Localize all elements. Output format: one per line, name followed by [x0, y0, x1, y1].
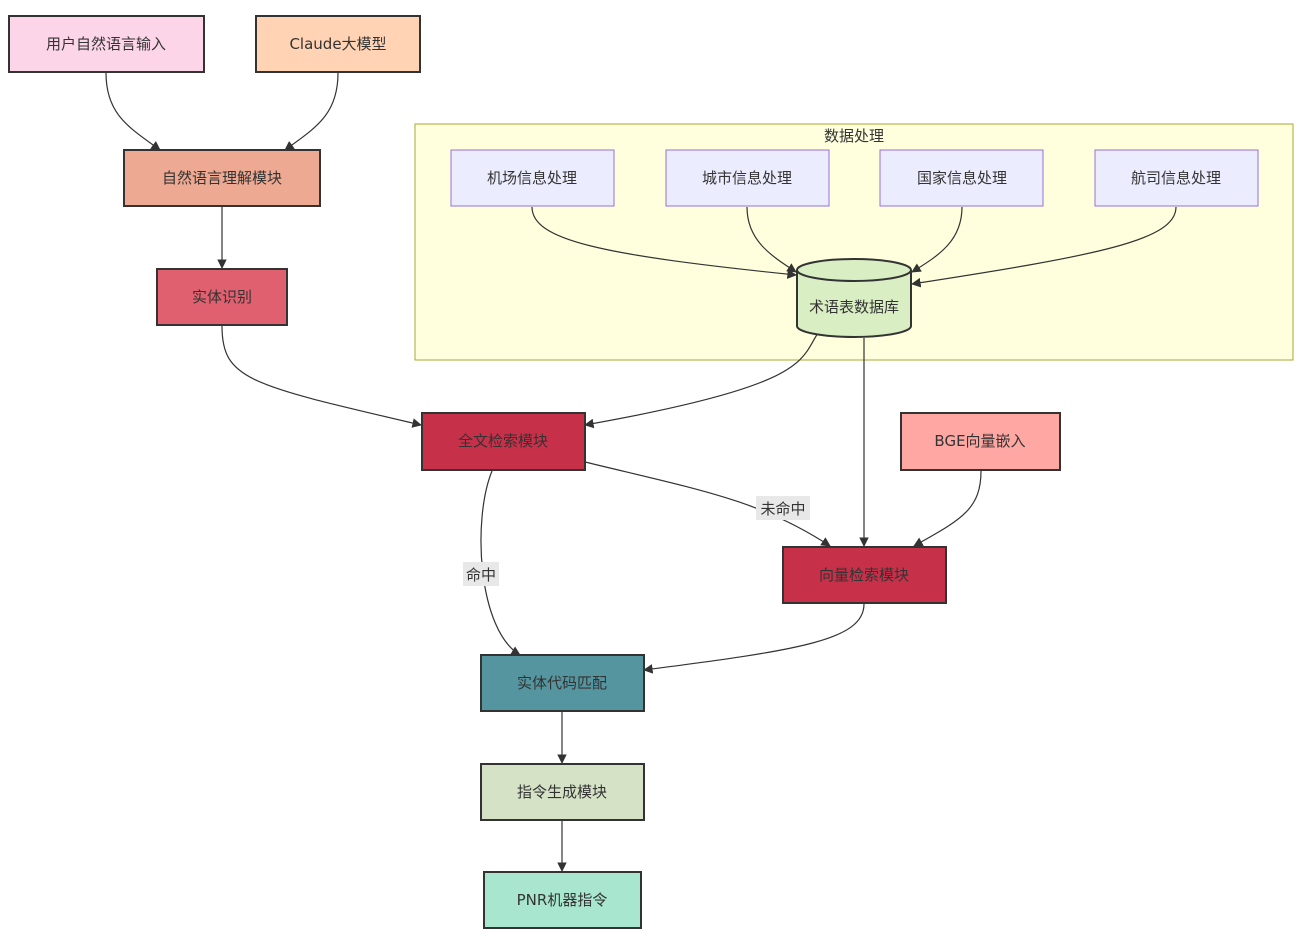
node-pnr-label: PNR机器指令: [517, 891, 608, 909]
node-city-label: 城市信息处理: [702, 169, 792, 187]
node-match[interactable]: 实体代码匹配: [480, 654, 645, 712]
edge-label-hit-text: 命中: [466, 566, 496, 584]
node-bge[interactable]: BGE向量嵌入: [900, 412, 1061, 471]
edge-fulltext-to-vector: [584, 461, 831, 547]
edge-user-input-to-nlu: [105, 72, 161, 151]
edge-label-miss-text: 未命中: [760, 500, 805, 518]
node-claude-label: Claude大模型: [289, 35, 386, 53]
node-city[interactable]: 城市信息处理: [665, 149, 830, 207]
node-user-input-label: 用户自然语言输入: [46, 35, 166, 53]
node-ner-label: 实体识别: [192, 288, 252, 306]
node-fulltext-label: 全文检索模块: [458, 432, 548, 450]
edge-airport-to-termdb: [531, 206, 797, 279]
node-country[interactable]: 国家信息处理: [879, 149, 1044, 207]
edge-bge-to-vector: [913, 470, 982, 547]
edge-airline-to-termdb: [911, 206, 1177, 288]
edge-vector-to-match: [643, 603, 865, 674]
cluster-title: 数据处理: [824, 127, 884, 145]
node-cmdgen-label: 指令生成模块: [517, 783, 607, 801]
edge-label-miss: 未命中: [756, 496, 810, 520]
edge-country-to-termdb: [911, 206, 963, 273]
node-termdb[interactable]: 术语表数据库: [796, 258, 912, 338]
edges: [105, 72, 1177, 872]
node-airport[interactable]: 机场信息处理: [450, 149, 615, 207]
node-airport-label: 机场信息处理: [487, 169, 577, 187]
node-fulltext[interactable]: 全文检索模块: [421, 412, 586, 471]
node-airline[interactable]: 航司信息处理: [1094, 149, 1259, 207]
node-user-input[interactable]: 用户自然语言输入: [8, 15, 205, 73]
edge-label-hit: 命中: [463, 562, 499, 586]
node-match-label: 实体代码匹配: [517, 674, 607, 692]
edge-termdb-to-fulltext: [584, 332, 819, 429]
node-nlu[interactable]: 自然语言理解模块: [123, 149, 321, 207]
nodes: 用户自然语言输入 Claude大模型 自然语言理解模块 实体识别 机场信息处理 …: [8, 15, 1259, 929]
node-vector[interactable]: 向量检索模块: [782, 546, 947, 604]
node-nlu-label: 自然语言理解模块: [162, 169, 282, 187]
node-bge-label: BGE向量嵌入: [934, 432, 1025, 450]
node-termdb-label: 术语表数据库: [809, 298, 899, 316]
node-cmdgen[interactable]: 指令生成模块: [480, 763, 645, 821]
edge-ner-to-fulltext: [221, 325, 422, 428]
edge-city-to-termdb: [746, 206, 797, 273]
node-country-label: 国家信息处理: [917, 169, 1007, 187]
edge-claude-to-nlu: [284, 72, 339, 151]
node-pnr[interactable]: PNR机器指令: [483, 871, 642, 929]
node-vector-label: 向量检索模块: [819, 566, 909, 584]
node-airline-label: 航司信息处理: [1131, 169, 1221, 187]
node-ner[interactable]: 实体识别: [156, 268, 288, 326]
node-claude[interactable]: Claude大模型: [255, 15, 421, 73]
